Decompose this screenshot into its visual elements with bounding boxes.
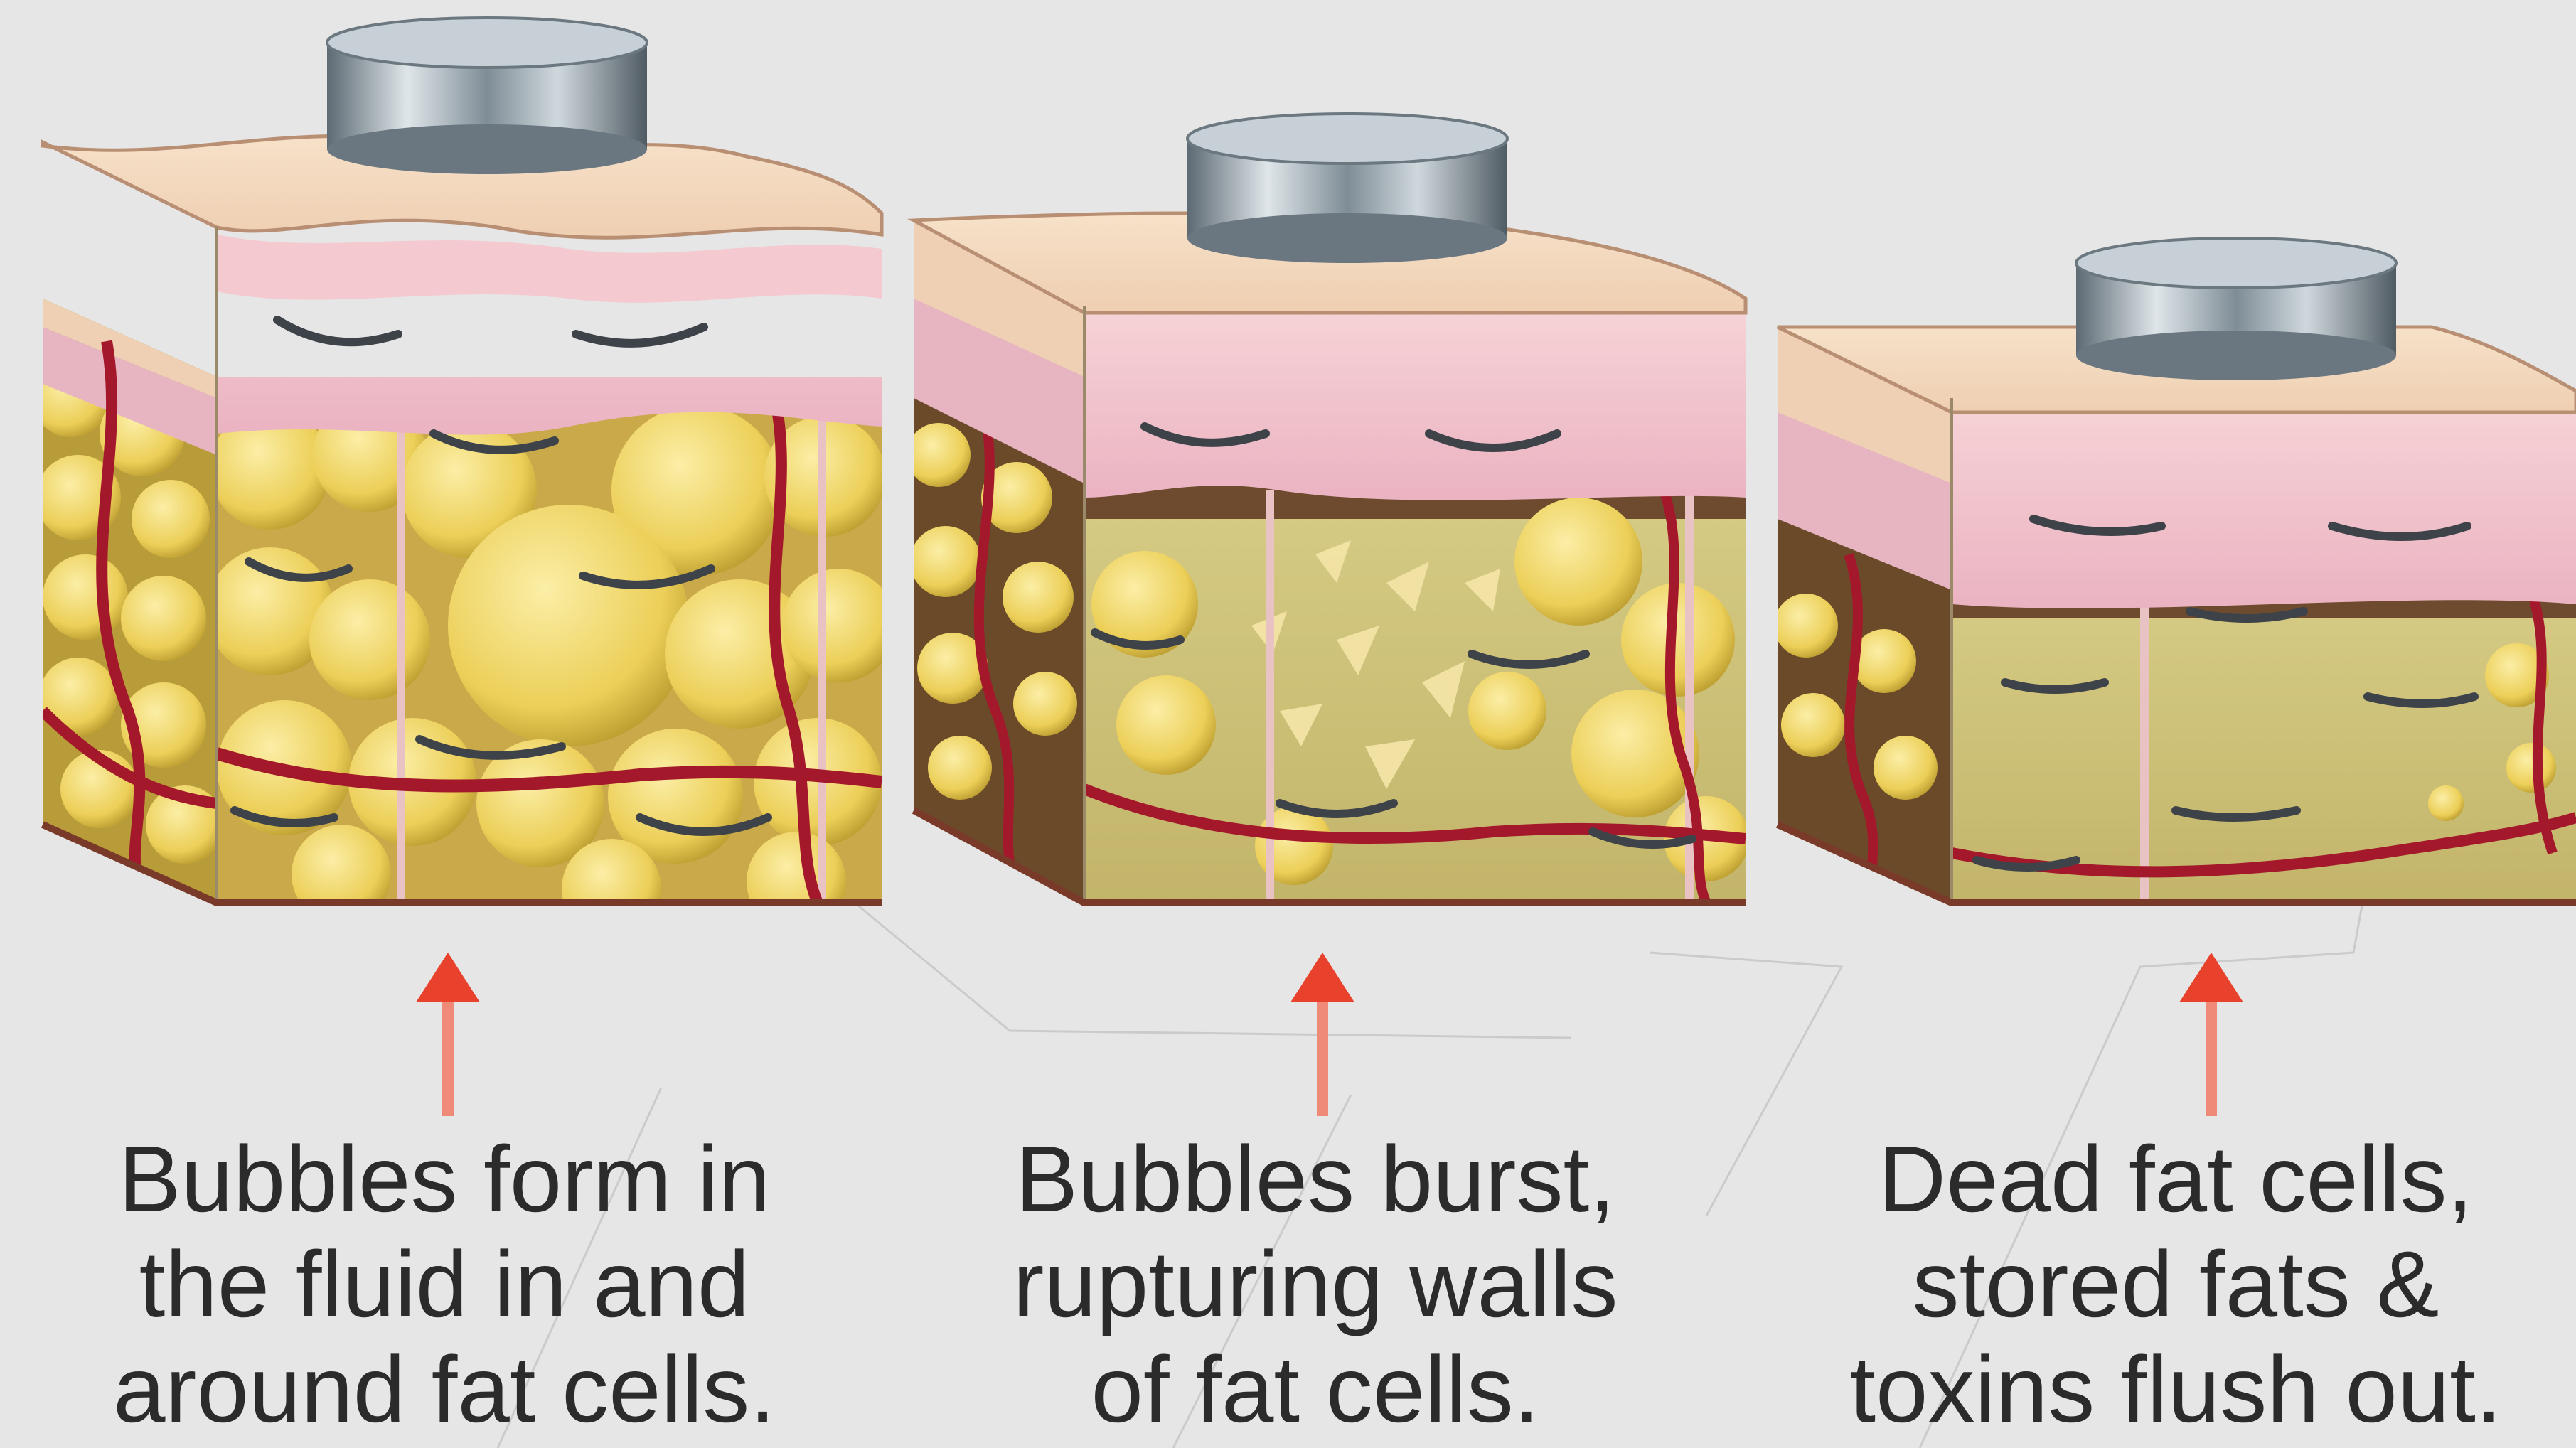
panel-3-flush-out (1774, 238, 2576, 903)
ultrasound-transducer-icon (2076, 238, 2396, 380)
caption-line: the fluid in and (18, 1232, 871, 1337)
caption-line: rupturing walls (889, 1232, 1742, 1337)
caption-line: Bubbles form in (18, 1127, 871, 1232)
arrow-up-icon (2179, 953, 2243, 1116)
caption-line: Bubbles burst, (889, 1127, 1742, 1232)
caption-line: of fat cells. (889, 1337, 1742, 1442)
block-front-face (1952, 583, 2576, 903)
ultrasound-transducer-icon (1187, 114, 1507, 263)
caption-line: toxins flush out. (1749, 1337, 2576, 1442)
arrow-up-icon (416, 953, 480, 1116)
caption-panel-3: Dead fat cells, stored fats & toxins flu… (1749, 1127, 2576, 1442)
caption-panel-1: Bubbles form in the fluid in and around … (18, 1127, 871, 1442)
caption-line: Dead fat cells, (1749, 1127, 2576, 1232)
caption-line: around fat cells. (18, 1337, 871, 1442)
panel-1-bubbles-form (32, 18, 896, 938)
caption-line: stored fats & (1749, 1232, 2576, 1337)
panel-2-bubbles-burst (907, 114, 1749, 903)
ultrasound-transducer-icon (327, 18, 647, 174)
side-fat-cells (32, 299, 224, 903)
caption-panel-2: Bubbles burst, rupturing walls of fat ce… (889, 1127, 1742, 1442)
